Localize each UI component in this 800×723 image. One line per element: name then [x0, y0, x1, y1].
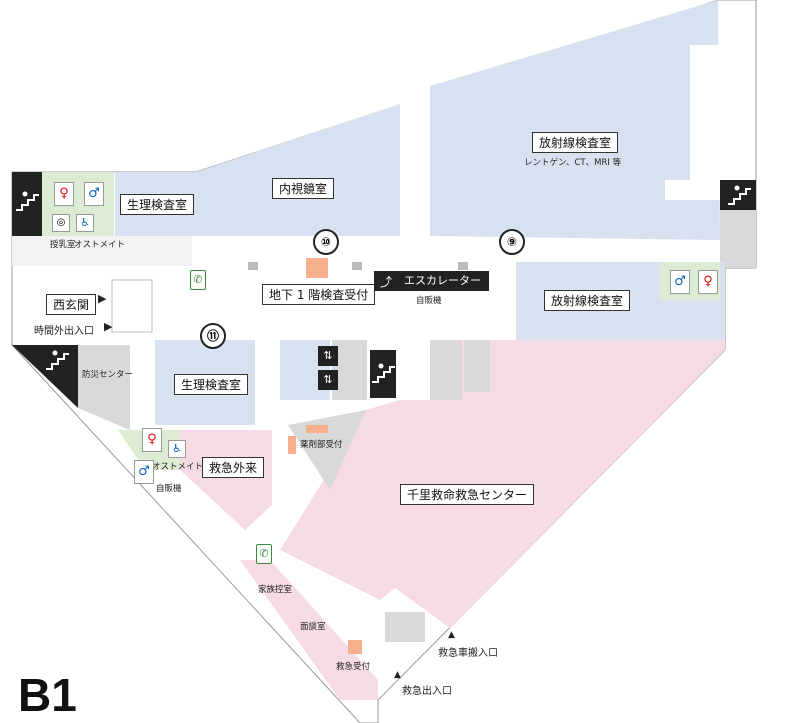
elevator-icon: ⇅ — [318, 370, 338, 390]
service-area — [720, 210, 756, 268]
stairs-block — [720, 180, 756, 210]
escalator-label: エスカレーター — [374, 271, 489, 291]
accessible-restroom-icon: ♿ — [168, 440, 186, 458]
escalator-icon: ⤴ — [380, 275, 393, 289]
entry-area — [12, 236, 192, 266]
nursing-room-label: 授乳室 — [50, 240, 76, 250]
west-entrance-label: 西玄関 — [46, 294, 97, 315]
elevator-icon: ⇅ — [318, 346, 338, 366]
radiology-room-1-label: 放射線検査室 — [532, 132, 619, 153]
service-area — [430, 340, 462, 400]
area-endoscopy — [196, 104, 400, 236]
reception-marker — [306, 425, 328, 433]
family-room-label: 家族控室 — [258, 585, 293, 595]
er-outpatient-label: 救急外来 — [202, 457, 265, 478]
consult-room-label: 面談室 — [300, 622, 326, 632]
ostomate-1-label: オストメイト — [74, 240, 126, 250]
area-er-outpatient — [180, 430, 272, 530]
ostomate-2-label: オストメイト — [152, 462, 204, 472]
female-restroom-icon: ♀ — [698, 270, 718, 294]
area-number-9: ⑨ — [499, 229, 525, 255]
pharmacy-label: 薬剤部受付 — [300, 440, 343, 450]
area-number-10: ⑩ — [313, 229, 339, 255]
ambulance-entrance-label: 救急車搬入口 — [438, 648, 498, 659]
physio-room-1-label: 生理検査室 — [120, 194, 195, 215]
radiology-room-2-label: 放射線検査室 — [544, 290, 631, 311]
male-restroom-icon: ♂ — [670, 270, 690, 294]
phone-icon: ✆ — [190, 270, 206, 290]
arrow-up-icon: ▲ — [394, 670, 401, 680]
reception-marker — [306, 258, 328, 278]
area-family-rooms — [240, 560, 378, 700]
area-number-11: ⑪ — [200, 323, 226, 349]
stairs-icon — [368, 358, 398, 388]
area-west-entrance — [111, 279, 153, 333]
female-restroom-icon: ♀ — [142, 428, 162, 452]
phone-icon: ✆ — [256, 544, 272, 564]
corridor-cut — [400, 86, 430, 236]
after-hours-entrance-label: 時間外出入口 — [34, 326, 94, 337]
corridor-cut — [400, 340, 430, 400]
male-restroom-icon: ♂ — [84, 182, 104, 206]
physio-room-2-label: 生理検査室 — [174, 374, 249, 395]
stairs-icon — [42, 345, 72, 375]
pillar — [248, 262, 258, 270]
pillar — [352, 262, 362, 270]
disaster-center-label: 防災センター — [82, 370, 134, 380]
arrow-right-icon: ▶ — [104, 320, 113, 333]
er-reception-label: 救急受付 — [336, 662, 371, 672]
accessible-restroom-icon: ♿ — [76, 214, 94, 232]
vending-1-label: 自販機 — [416, 296, 442, 306]
arrow-right-icon: ▶ — [98, 292, 107, 305]
stairs-block — [12, 345, 78, 408]
nursing-room-icon: ◎ — [52, 214, 70, 232]
emergency-center-label: 千里救命救急センター — [400, 484, 535, 505]
reception-marker — [288, 436, 296, 454]
stairs-icon — [12, 186, 42, 216]
reception-marker — [348, 640, 362, 654]
radiology-room-1-sub: レントゲン、CT、MRI 等 — [524, 158, 622, 168]
service-area — [385, 612, 425, 642]
female-restroom-icon: ♀ — [54, 182, 74, 206]
area-disaster — [78, 345, 130, 430]
male-restroom-icon: ♂ — [134, 460, 154, 484]
pillar — [458, 262, 468, 270]
reception-b1-label: 地下 1 階検査受付 — [262, 284, 376, 305]
area-radiology-1 — [430, 0, 720, 240]
service-area — [464, 340, 490, 392]
floor-label: B1 — [18, 669, 77, 721]
er-entrance-label: 救急出入口 — [402, 686, 452, 697]
corridor-cut — [690, 45, 720, 185]
arrow-up-icon: ▲ — [448, 630, 455, 640]
endoscopy-room-label: 内視鏡室 — [272, 178, 335, 199]
stairs-icon — [724, 180, 754, 210]
vending-2-label: 自販機 — [156, 484, 182, 494]
